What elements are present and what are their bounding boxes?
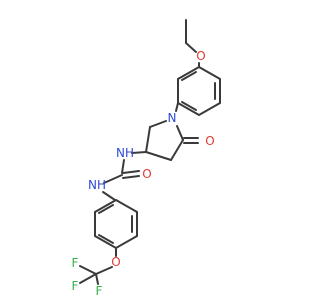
atom-fluorine-3: F <box>72 279 79 293</box>
atom-amide-nh-lower: NH <box>88 178 106 192</box>
upper-ring-double-2 <box>181 101 197 111</box>
bond-nh-to-lower-ring <box>102 191 116 201</box>
bond-urea-co-1 <box>122 170 140 174</box>
atom-ring-carbonyl-oxygen: O <box>205 134 214 148</box>
bond-c-to-f3 <box>79 273 97 284</box>
bond-nh-to-urea-c <box>121 159 125 174</box>
bond-c4-to-c3 <box>145 151 172 161</box>
bond-c-to-f2 <box>95 273 99 285</box>
atom-urea-oxygen: O <box>142 167 151 181</box>
bond-c2-to-n <box>149 120 167 128</box>
lower-benzene-ring <box>94 198 138 250</box>
atom-amide-nh-upper: NH <box>116 146 134 160</box>
upper-ring-double-3 <box>181 71 197 81</box>
atom-pyrrolidine-nitrogen: N <box>168 111 177 125</box>
bond-ethyl-to-oxygen <box>185 42 197 53</box>
bond-c-to-f1 <box>79 265 97 275</box>
structure-svg: O N O NH O NH O F F F <box>72 19 221 298</box>
bond-ring-to-pyrrolidine-n <box>175 102 179 112</box>
atom-ether-oxygen: O <box>111 255 120 269</box>
molecule-diagram: O N O NH O NH O F F F <box>72 19 221 298</box>
atom-ethoxy-oxygen: O <box>196 49 205 63</box>
lower-ring-double-2 <box>98 234 114 244</box>
bond-urea-c-to-nh <box>103 174 123 184</box>
bond-urea-co-2 <box>122 175 140 179</box>
atom-fluorine-2: F <box>96 284 103 298</box>
bond-ether-o-to-cf3 <box>95 266 113 275</box>
bond-c5-to-c4 <box>170 139 184 161</box>
bond-c3-to-nh <box>131 151 147 154</box>
atom-fluorine-1: F <box>72 256 79 270</box>
lower-ring-double-3 <box>98 204 114 214</box>
upper-benzene-ring <box>177 65 221 117</box>
bond-n-to-c5 <box>176 125 184 141</box>
bond-c3-to-c2 <box>145 126 151 153</box>
